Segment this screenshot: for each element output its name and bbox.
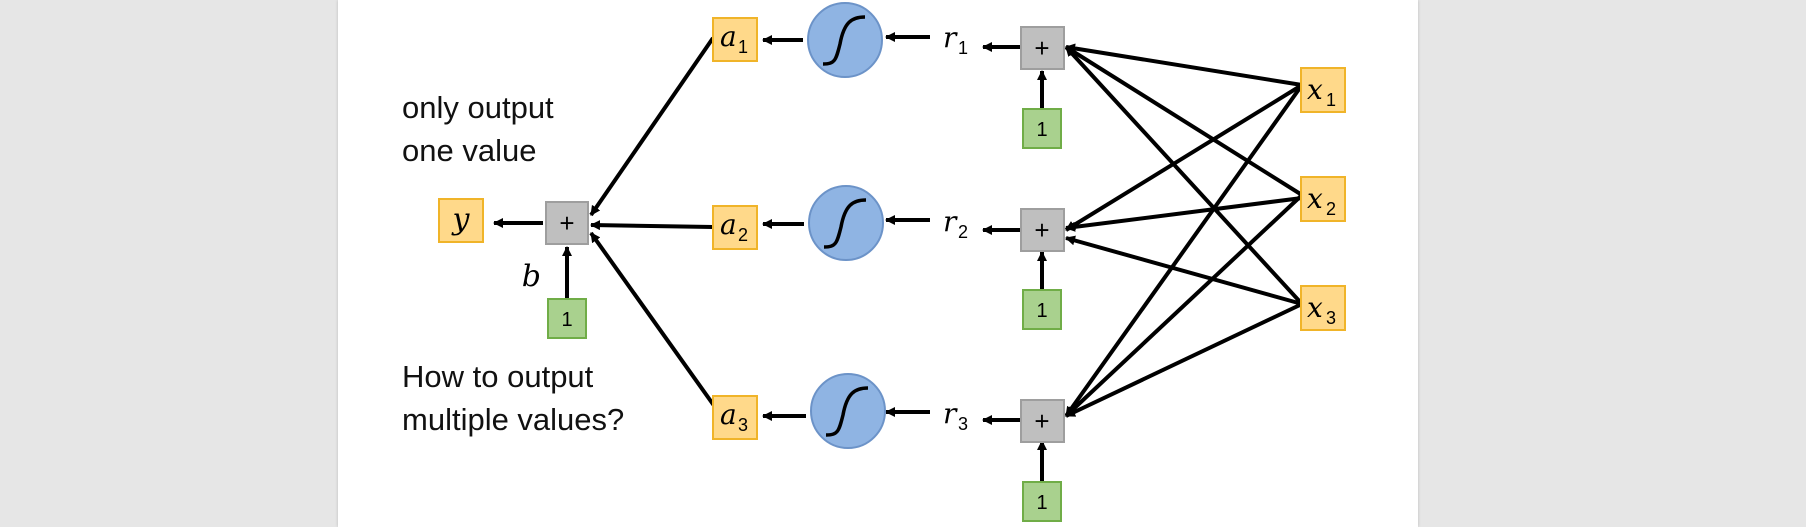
edge-x3-sum2 — [1065, 235, 1303, 306]
bias-nodes: 1 1 1 1 — [547, 108, 1062, 522]
caption-bottom-line-1: How to output — [402, 359, 594, 394]
input-connections — [1064, 43, 1304, 418]
arrow-a1-sumout — [589, 36, 715, 217]
sigmoid-icon — [808, 185, 884, 261]
slide-page — [338, 0, 1418, 527]
pre-activation-label: r — [943, 21, 958, 54]
activation-subscript: 2 — [738, 225, 748, 245]
activation-node-a3: a 3 — [712, 395, 758, 440]
edge-x1-sum2 — [1064, 83, 1304, 232]
activation-subscript: 1 — [738, 37, 748, 57]
plus-symbol: + — [559, 208, 574, 238]
activation-label: a — [720, 20, 737, 53]
pre-activation-subscript: 1 — [958, 38, 968, 58]
sum-nodes: + + + + — [545, 26, 1065, 443]
edge-x3-sum1 — [1064, 45, 1304, 306]
edge-x2-sum3 — [1064, 193, 1304, 418]
output-label: y — [451, 202, 471, 237]
input-label: x — [1307, 182, 1323, 215]
bias-value: 1 — [561, 309, 572, 331]
bias-node-3: 1 — [1022, 481, 1062, 522]
pre-activation-r1: r 1 — [943, 21, 968, 58]
output-node: y — [438, 198, 484, 243]
activation-node-a1: a 1 — [712, 17, 758, 62]
sigmoid-icon — [810, 373, 886, 449]
bias-value: 1 — [1036, 492, 1047, 514]
caption-top-line-1: only output — [402, 90, 554, 125]
sigmoid-nodes — [807, 2, 886, 449]
input-subscript: 2 — [1326, 199, 1336, 219]
activation-label: a — [720, 398, 737, 431]
input-node-x3: x 3 — [1300, 285, 1346, 331]
bias-arrows — [562, 70, 1047, 481]
sum-node-3: + — [1020, 399, 1065, 443]
arrow-a3-sumout — [589, 231, 717, 409]
sum-node-out: + — [545, 201, 589, 245]
sum-node-2: + — [1020, 208, 1065, 252]
sigmoid-icon — [807, 2, 883, 78]
input-label: x — [1307, 291, 1323, 324]
plus-symbol: + — [1034, 215, 1049, 245]
pre-activation-subscript: 2 — [958, 222, 968, 242]
activation-nodes: a 1 a 2 a 3 — [712, 17, 758, 440]
pre-activation-r2: r 2 — [943, 205, 968, 242]
activation-subscript: 3 — [738, 415, 748, 435]
input-nodes: x 1 x 2 x 3 — [1300, 67, 1346, 331]
input-label: x — [1307, 73, 1323, 106]
bias-node-out: 1 — [547, 298, 587, 339]
caption-bottom: How to output multiple values? — [402, 355, 624, 441]
bias-node-2: 1 — [1022, 289, 1062, 330]
bias-value: 1 — [1036, 300, 1047, 322]
bias-node-1: 1 — [1022, 108, 1062, 149]
activation-label: a — [720, 208, 737, 241]
pre-activation-label: r — [943, 397, 958, 430]
edge-x2-sum2 — [1065, 196, 1303, 232]
plus-symbol: + — [1034, 406, 1049, 436]
plus-symbol: + — [1034, 33, 1049, 63]
edge-x2-sum1 — [1064, 45, 1304, 197]
arrow-a2-sumout — [590, 220, 714, 231]
input-subscript: 3 — [1326, 308, 1336, 328]
activation-node-a2: a 2 — [712, 205, 758, 250]
pre-activation-labels: r 1 r 2 r 3 — [943, 21, 968, 434]
input-subscript: 1 — [1326, 90, 1336, 110]
bias-weight-label: b — [522, 259, 541, 294]
edge-x3-sum3 — [1065, 302, 1303, 418]
bias-value: 1 — [1036, 119, 1047, 141]
flow-arrows — [493, 32, 1020, 425]
caption-top-line-2: one value — [402, 133, 537, 168]
input-node-x1: x 1 — [1300, 67, 1346, 113]
pre-activation-subscript: 3 — [958, 414, 968, 434]
caption-top: only output one value — [402, 86, 554, 172]
edge-x1-sum3 — [1064, 83, 1304, 418]
sum-node-1: + — [1020, 26, 1065, 70]
pre-activation-r3: r 3 — [943, 397, 968, 434]
input-node-x2: x 2 — [1300, 176, 1346, 222]
caption-bottom-line-2: multiple values? — [402, 402, 625, 437]
pre-activation-label: r — [943, 205, 958, 238]
edge-x1-sum1 — [1065, 43, 1303, 87]
